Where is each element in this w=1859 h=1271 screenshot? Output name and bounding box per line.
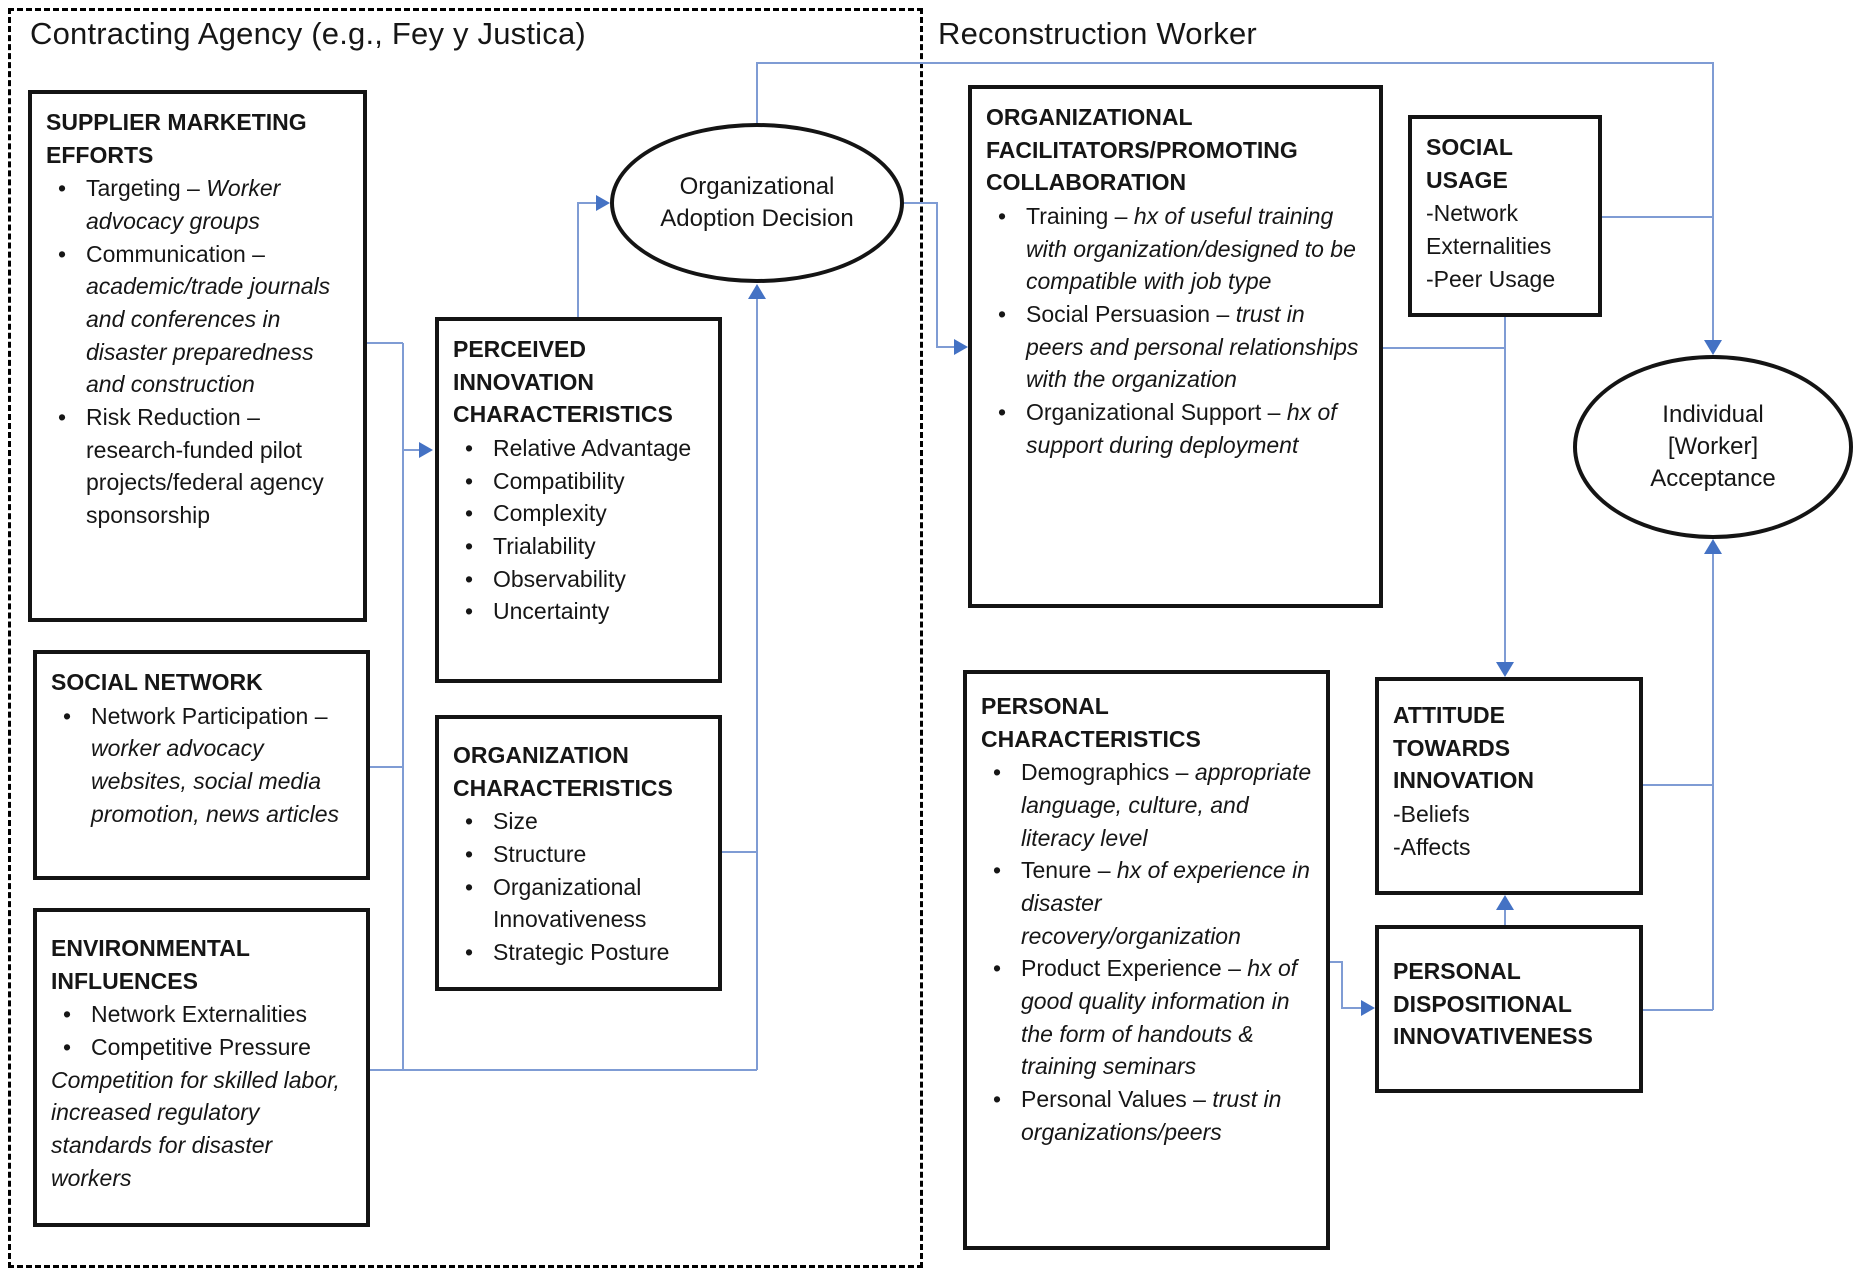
individual-worker-acceptance-label: Individual [Worker] Acceptance xyxy=(1650,401,1776,492)
perceived-innovation-title: PERCEIVED INNOVATION CHARACTERISTICS xyxy=(453,336,673,428)
list-item: Risk Reduction – research-funded pilot p… xyxy=(46,401,351,532)
arrowhead-into-adoption-left xyxy=(596,195,610,211)
social-network-title: SOCIAL NETWORK xyxy=(51,669,263,695)
organizational-facilitators-list: Training – hx of useful training with or… xyxy=(986,200,1367,461)
arrowhead-into-facilitators xyxy=(954,339,968,355)
list-item: Targeting – Worker advocacy groups xyxy=(46,172,351,237)
arrowhead-into-perceived xyxy=(419,442,433,458)
personal-characteristics-list: Demographics – appropriate language, cul… xyxy=(981,756,1314,1148)
organizational-adoption-decision-ellipse: Organizational Adoption Decision xyxy=(610,123,904,283)
list-item: Training – hx of useful training with or… xyxy=(986,200,1367,298)
arrowhead-into-acceptance-bottom xyxy=(1704,539,1722,554)
individual-worker-acceptance-ellipse: Individual [Worker] Acceptance xyxy=(1573,355,1853,539)
arrowhead-into-acceptance-top xyxy=(1704,340,1722,355)
list-item: Competitive Pressure xyxy=(51,1031,354,1064)
arrowhead-into-attitude-bottom xyxy=(1496,895,1514,910)
contracting-agency-label: Contracting Agency (e.g., Fey y Justica) xyxy=(30,16,586,51)
supplier-marketing-box: SUPPLIER MARKETING EFFORTS Targeting – W… xyxy=(28,90,367,622)
list-item: Organizational Innovativeness xyxy=(453,871,706,936)
perceived-innovation-list: Relative Advantage Compatibility Complex… xyxy=(453,432,706,628)
list-item: Social Persuasion – trust in peers and p… xyxy=(986,298,1367,396)
attitude-line: -Affects xyxy=(1393,833,1471,860)
personal-dispositional-title: PERSONAL DISPOSITIONAL INNOVATIVENESS xyxy=(1393,958,1593,1050)
social-usage-box: SOCIAL USAGE -Network Externalities -Pee… xyxy=(1408,115,1602,317)
arrowhead-into-dispositional xyxy=(1361,1000,1375,1016)
personal-dispositional-box: PERSONAL DISPOSITIONAL INNOVATIVENESS xyxy=(1375,925,1643,1093)
environmental-influences-note: Competition for skilled labor, increased… xyxy=(51,1066,340,1191)
list-item: Organizational Support – hx of support d… xyxy=(986,396,1367,461)
list-item: Compatibility xyxy=(453,465,706,498)
organizational-adoption-decision-label: Organizational Adoption Decision xyxy=(660,173,854,232)
supplier-marketing-title: SUPPLIER MARKETING EFFORTS xyxy=(46,109,307,168)
list-item: Personal Values – trust in organizations… xyxy=(981,1083,1314,1148)
perceived-innovation-box: PERCEIVED INNOVATION CHARACTERISTICS Rel… xyxy=(435,317,722,683)
connector-adoption-to-facilitators xyxy=(904,202,954,348)
list-item: Network Externalities xyxy=(51,998,354,1031)
environmental-influences-title: ENVIRONMENTAL INFLUENCES xyxy=(51,935,250,994)
list-item: Structure xyxy=(453,838,706,871)
list-item: Tenure – hx of experience in disaster re… xyxy=(981,854,1314,952)
arrowhead-into-attitude-top xyxy=(1496,662,1514,677)
list-item: Product Experience – hx of good quality … xyxy=(981,952,1314,1083)
arrowhead-into-adoption-bottom xyxy=(748,284,766,299)
list-item: Strategic Posture xyxy=(453,936,706,969)
attitude-towards-innovation-box: ATTITUDE TOWARDS INNOVATION -Beliefs -Af… xyxy=(1375,677,1643,895)
social-usage-title: SOCIAL USAGE xyxy=(1426,134,1513,193)
personal-characteristics-title: PERSONAL CHARACTERISTICS xyxy=(981,693,1201,752)
list-item: Observability xyxy=(453,563,706,596)
list-item: Size xyxy=(453,805,706,838)
organization-characteristics-list: Size Structure Organizational Innovative… xyxy=(453,805,706,968)
reconstruction-worker-label: Reconstruction Worker xyxy=(938,16,1257,51)
environmental-influences-box: ENVIRONMENTAL INFLUENCES Network Externa… xyxy=(33,908,370,1227)
environmental-influences-list: Network Externalities Competitive Pressu… xyxy=(51,998,354,1063)
contracting-agency-frame xyxy=(8,8,923,1268)
list-item: Demographics – appropriate language, cul… xyxy=(981,756,1314,854)
social-usage-line: -Peer Usage xyxy=(1426,265,1556,292)
organizational-facilitators-box: ORGANIZATIONAL FACILITATORS/PROMOTING CO… xyxy=(968,85,1383,608)
organization-characteristics-box: ORGANIZATION CHARACTERISTICS Size Struct… xyxy=(435,715,722,991)
list-item: Complexity xyxy=(453,497,706,530)
connector-perceived-to-adoption xyxy=(577,202,596,317)
attitude-line: -Beliefs xyxy=(1393,800,1470,827)
list-item: Relative Advantage xyxy=(453,432,706,465)
connector-personalchar-to-dispositional xyxy=(1330,961,1361,1009)
attitude-towards-innovation-title: ATTITUDE TOWARDS INNOVATION xyxy=(1393,702,1534,794)
personal-characteristics-box: PERSONAL CHARACTERISTICS Demographics – … xyxy=(963,670,1330,1250)
list-item: Uncertainty xyxy=(453,595,706,628)
connector-adoption-to-acceptance-top xyxy=(756,62,1714,341)
social-network-list: Network Participation – worker advocacy … xyxy=(51,700,354,831)
social-usage-line: -Network Externalities xyxy=(1426,200,1552,259)
organizational-facilitators-title: ORGANIZATIONAL FACILITATORS/PROMOTING CO… xyxy=(986,104,1298,196)
social-network-box: SOCIAL NETWORK Network Participation – w… xyxy=(33,650,370,880)
supplier-marketing-list: Targeting – Worker advocacy groups Commu… xyxy=(46,172,351,531)
list-item: Network Participation – worker advocacy … xyxy=(51,700,354,831)
list-item: Communication – academic/trade journals … xyxy=(46,238,351,401)
organization-characteristics-title: ORGANIZATION CHARACTERISTICS xyxy=(453,742,673,801)
list-item: Trialability xyxy=(453,530,706,563)
